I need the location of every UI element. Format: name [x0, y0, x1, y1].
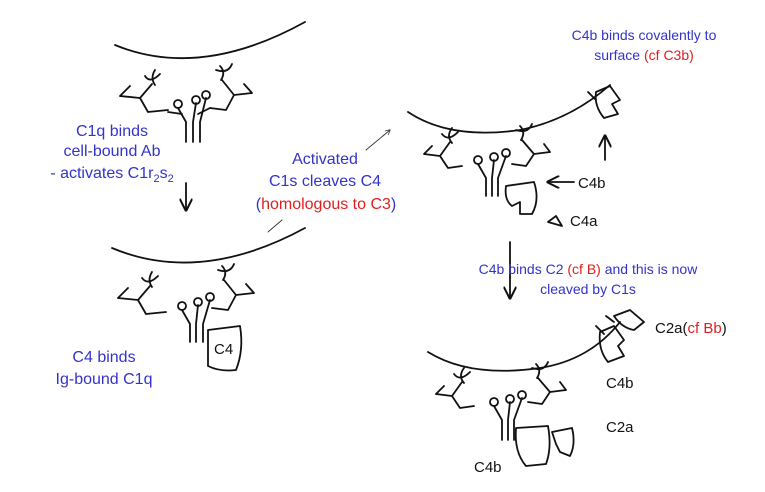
caption-text: )	[391, 196, 396, 213]
caption-line: C4 binds	[72, 349, 135, 366]
antibody-left	[117, 271, 167, 315]
antibody-left	[435, 367, 475, 409]
label-c4a: C4a	[570, 213, 598, 230]
caption-c4-binds: C4 binds Ig-bound C1q	[56, 349, 153, 388]
label-text: )	[722, 320, 727, 337]
caption-line: C4b binds C2 (cf B) and this is now	[479, 261, 699, 277]
caption-line: (homologous to C3)	[256, 196, 397, 213]
panel-c2-cleavage	[427, 309, 645, 467]
c2a-bound-shape	[551, 427, 575, 457]
arrows	[186, 130, 605, 298]
label-c4b: C4b	[474, 459, 502, 476]
caption-text: and this is now	[601, 261, 698, 277]
caption-line: C1s cleaves C4	[269, 173, 381, 190]
caption-line: cleaved by C1s	[540, 281, 636, 297]
c4a-fragment	[547, 215, 563, 227]
cell-membrane	[407, 84, 611, 134]
antibody-right	[511, 123, 551, 167]
c4b-surface-link	[595, 315, 615, 335]
caption-line: surface (cf C3b)	[594, 47, 694, 63]
antibody-left	[119, 69, 169, 113]
caption-line: C1q binds	[76, 123, 148, 140]
label-text: C2a(	[655, 320, 688, 337]
caption-line: Activated	[292, 151, 358, 168]
label-c4b: C4b	[578, 175, 606, 192]
c2a-surface-shape	[613, 309, 645, 331]
subscript: 2	[168, 173, 174, 185]
panel-c4-cleavage	[407, 84, 621, 227]
c4b-surface-shape	[598, 325, 625, 363]
cell-membrane	[114, 21, 306, 60]
c4b-surface-shape	[594, 85, 621, 119]
cell-membrane	[427, 321, 621, 372]
caption-highlight: (cf B)	[567, 261, 600, 277]
caption-text: s	[160, 165, 168, 182]
c4-shape	[207, 325, 243, 372]
caption-line: - activates C1r2s2	[50, 165, 173, 185]
cell-membrane	[111, 227, 306, 264]
label-c2a: C2a	[606, 419, 634, 436]
c1q-complex	[489, 390, 527, 441]
caption-activated: Activated C1s cleaves C4 (homologous to …	[256, 151, 397, 213]
caption-line: C4b binds covalently to	[572, 27, 717, 43]
caption-c4b-binds-c2: C4b binds C2 (cf B) and this is now clea…	[479, 261, 699, 297]
subscript: 2	[153, 173, 159, 185]
label-highlight: cf Bb	[688, 320, 722, 337]
c4b-bound-shape	[514, 425, 551, 467]
arrow-to-cleavage	[365, 130, 390, 151]
antibody-left	[423, 127, 463, 169]
c4b-bound-shape	[504, 181, 538, 215]
label-c4: C4	[214, 341, 233, 358]
c4b-surface-link	[587, 91, 597, 101]
arrow-diagonal	[267, 219, 283, 233]
antibody-right	[211, 263, 255, 311]
c1q-complex	[177, 292, 215, 343]
c1q-complex	[473, 148, 511, 197]
panel-c4-binding	[111, 227, 306, 372]
caption-text: - activates C1r	[50, 165, 154, 182]
caption-c4b-covalent: C4b binds covalently to surface (cf C3b)	[572, 27, 717, 63]
c1q-complex	[167, 90, 211, 143]
panel-c1q-binding	[114, 21, 306, 143]
caption-text: C4b binds C2	[479, 261, 568, 277]
caption-line: cell-bound Ab	[64, 143, 161, 160]
antibody-right	[527, 361, 567, 405]
label-c4b: C4b	[606, 375, 634, 392]
label-c2a-cf-bb: C2a(cf Bb)	[655, 320, 727, 337]
caption-c1q-binds: C1q binds cell-bound Ab - activates C1r2…	[50, 123, 173, 185]
caption-line: Ig-bound C1q	[56, 371, 153, 388]
antibody-right	[209, 63, 253, 111]
caption-text: (	[256, 196, 262, 213]
caption-text: surface	[594, 47, 644, 63]
caption-highlight: (cf C3b)	[644, 47, 694, 63]
caption-highlight: homologous to C3	[261, 196, 391, 213]
molecule-labels: C4 C4b C4a C2a(cf Bb) C4b C2a C4b	[214, 175, 727, 476]
